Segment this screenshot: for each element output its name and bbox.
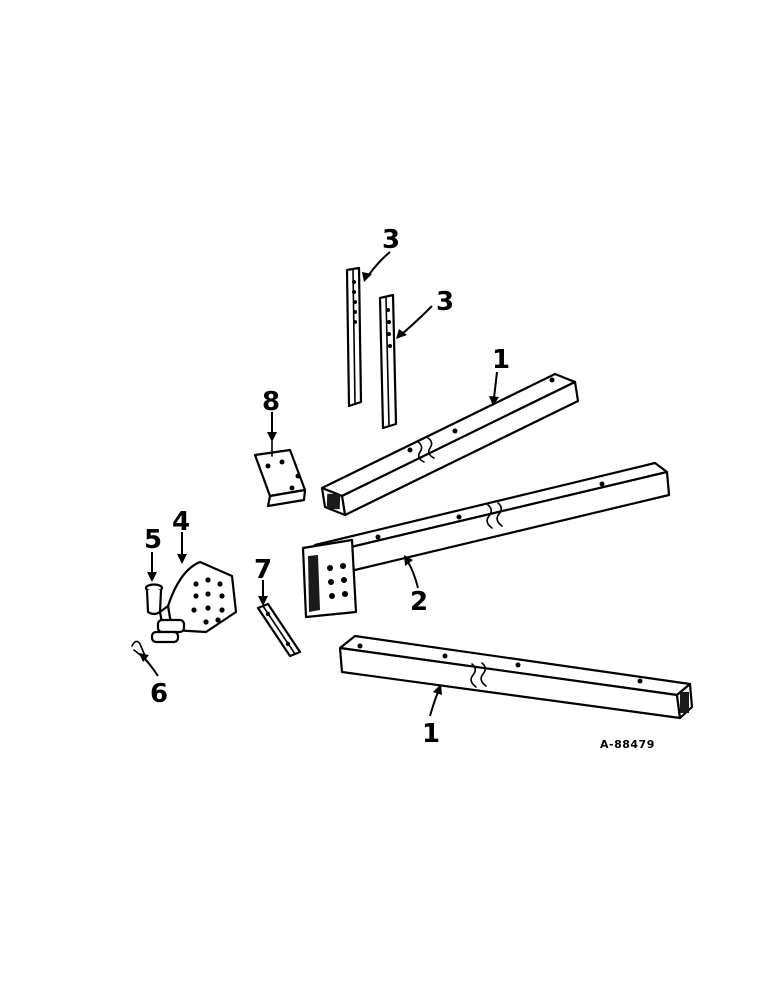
tube-beam-1-upper xyxy=(320,372,580,517)
leader-arrow-4 xyxy=(177,532,187,564)
callout-arrows xyxy=(139,251,499,717)
callout-4: 4 xyxy=(172,507,190,537)
hinge-plate-4 xyxy=(150,560,238,644)
callout-2: 2 xyxy=(410,587,428,617)
callout-1-lower: 1 xyxy=(422,719,440,749)
leader-arrow-7 xyxy=(258,580,268,606)
vertical-strap-3b xyxy=(378,293,398,430)
leader-arrow-6 xyxy=(139,653,159,677)
leader-arrow-1-lower xyxy=(429,684,442,717)
mounting-beam-2 xyxy=(301,461,671,619)
leader-arrow-3b xyxy=(396,305,433,339)
callout-7: 7 xyxy=(254,555,272,585)
leader-arrow-8 xyxy=(267,412,277,442)
callout-3-lower: 3 xyxy=(436,287,454,317)
callout-3-upper: 3 xyxy=(382,225,400,255)
angle-bracket-8 xyxy=(253,439,307,508)
leader-arrow-2 xyxy=(404,555,419,589)
reference-code: A-88479 xyxy=(600,738,655,751)
vertical-strap-3a xyxy=(345,266,363,408)
leader-arrow-3a xyxy=(362,251,391,282)
leader-arrow-5 xyxy=(147,552,157,582)
callout-8: 8 xyxy=(262,387,280,417)
leader-arrow-1-upper xyxy=(489,371,499,406)
tube-beam-1-lower xyxy=(338,634,694,720)
callout-1-upper: 1 xyxy=(492,345,510,375)
pin-5 xyxy=(144,583,164,616)
callout-6: 6 xyxy=(150,679,168,709)
callout-5: 5 xyxy=(144,525,162,555)
small-strap-7 xyxy=(256,602,302,658)
